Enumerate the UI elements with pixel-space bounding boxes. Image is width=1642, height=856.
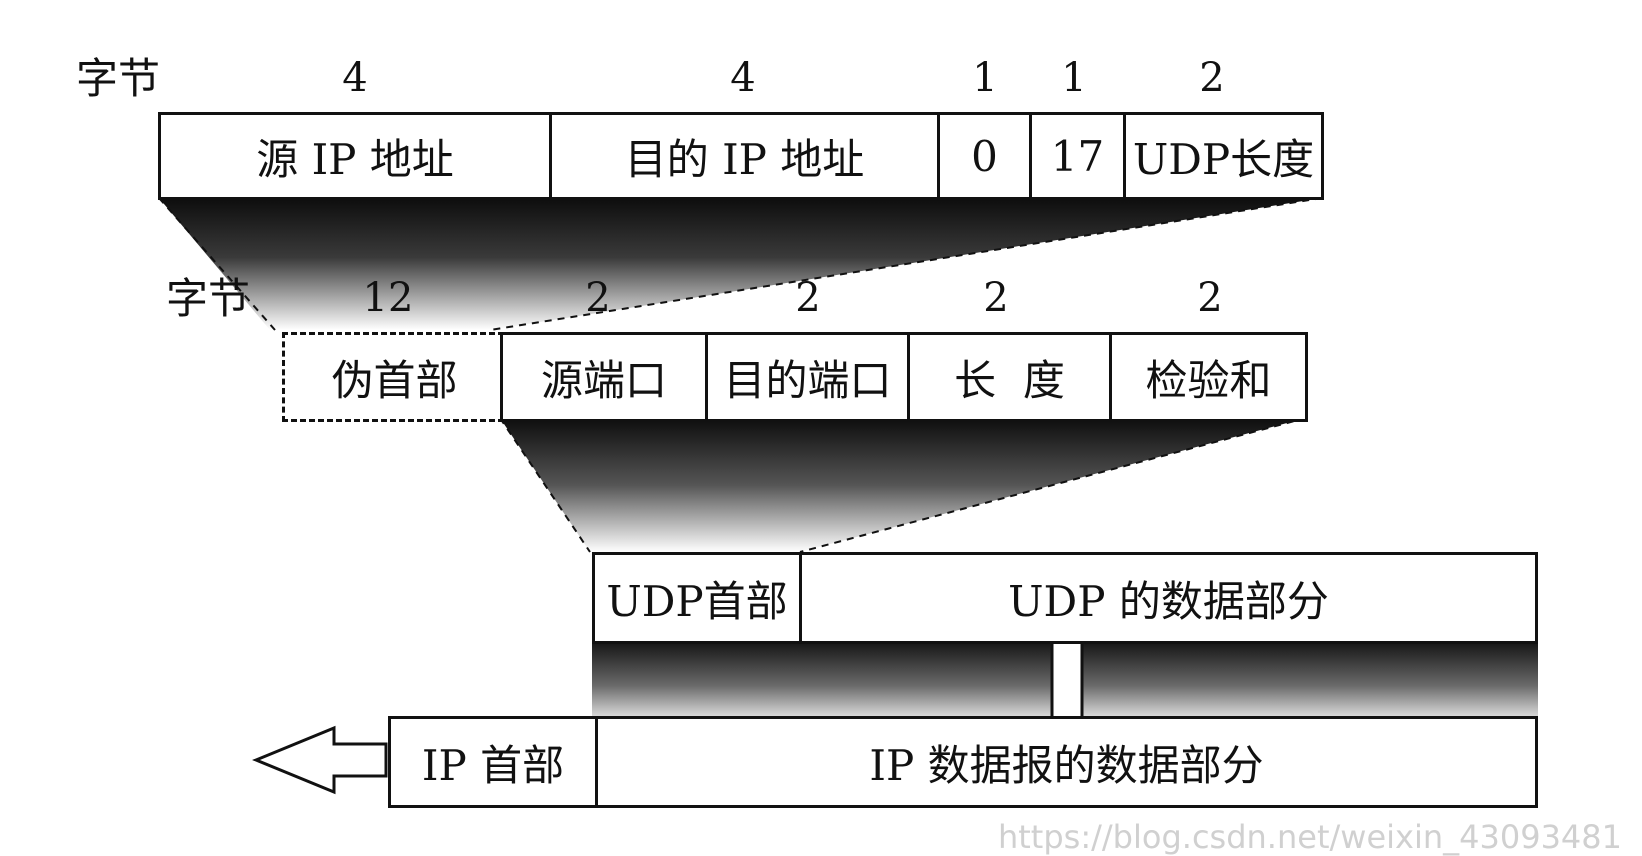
size-src-port: 2 <box>585 275 611 321</box>
pseudo-header-label: 伪首部 <box>331 355 458 405</box>
size-checksum: 2 <box>1197 275 1223 321</box>
field-dst-ip: 目的 IP 地址 <box>549 115 937 197</box>
size-src-ip: 4 <box>342 55 368 101</box>
size-udp-length: 2 <box>1199 55 1225 101</box>
field-src-ip: 源 IP 地址 <box>256 134 454 184</box>
size-dst-port: 2 <box>795 275 821 321</box>
size-dst-ip: 4 <box>730 55 756 101</box>
ip-datagram-row: IP 首部 IP 数据报的数据部分 <box>388 716 1538 808</box>
ip-header-cell: IP 首部 <box>421 740 565 790</box>
bytes-label-row2: 字节 <box>166 274 251 323</box>
dashed-connector-left-2 <box>499 417 591 553</box>
size-length: 2 <box>983 275 1009 321</box>
field-udp-length: UDP长度 <box>1123 115 1321 197</box>
field-src-port: 源端口 <box>540 355 667 405</box>
udp-header-row: 源端口 目的端口 长 度 检验和 <box>500 332 1308 422</box>
udp-datagram-row: UDP首部 UDP 的数据部分 <box>592 552 1538 644</box>
watermark: https://blog.csdn.net/weixin_43093481 <box>997 818 1622 856</box>
field-length: 长 度 <box>907 335 1109 419</box>
size-zero: 1 <box>972 55 998 101</box>
field-protocol: 17 <box>1029 115 1123 197</box>
pseudo-header-box: 伪首部 <box>282 332 504 422</box>
size-protocol: 1 <box>1061 55 1087 101</box>
field-dst-port: 目的端口 <box>705 335 907 419</box>
dashed-connector-right <box>489 197 1323 331</box>
pseudo-header-row: 源 IP 地址 目的 IP 地址 0 17 UDP长度 <box>158 112 1324 200</box>
dashed-connector-right-2 <box>799 417 1307 553</box>
expansion-shade-ip-pseudo-header <box>159 198 1322 330</box>
field-zero: 0 <box>937 115 1029 197</box>
udp-data-cell: UDP 的数据部分 <box>799 555 1535 641</box>
udp-header-cell: UDP首部 <box>606 576 788 626</box>
field-checksum: 检验和 <box>1109 335 1305 419</box>
ip-data-cell: IP 数据报的数据部分 <box>595 719 1535 805</box>
size-pseudo-header: 12 <box>362 275 414 321</box>
left-arrow-icon <box>252 725 388 795</box>
dashed-connector-left <box>158 197 276 331</box>
bytes-label-row1: 字节 <box>76 54 161 103</box>
expansion-shade-udp-header <box>500 418 1306 552</box>
